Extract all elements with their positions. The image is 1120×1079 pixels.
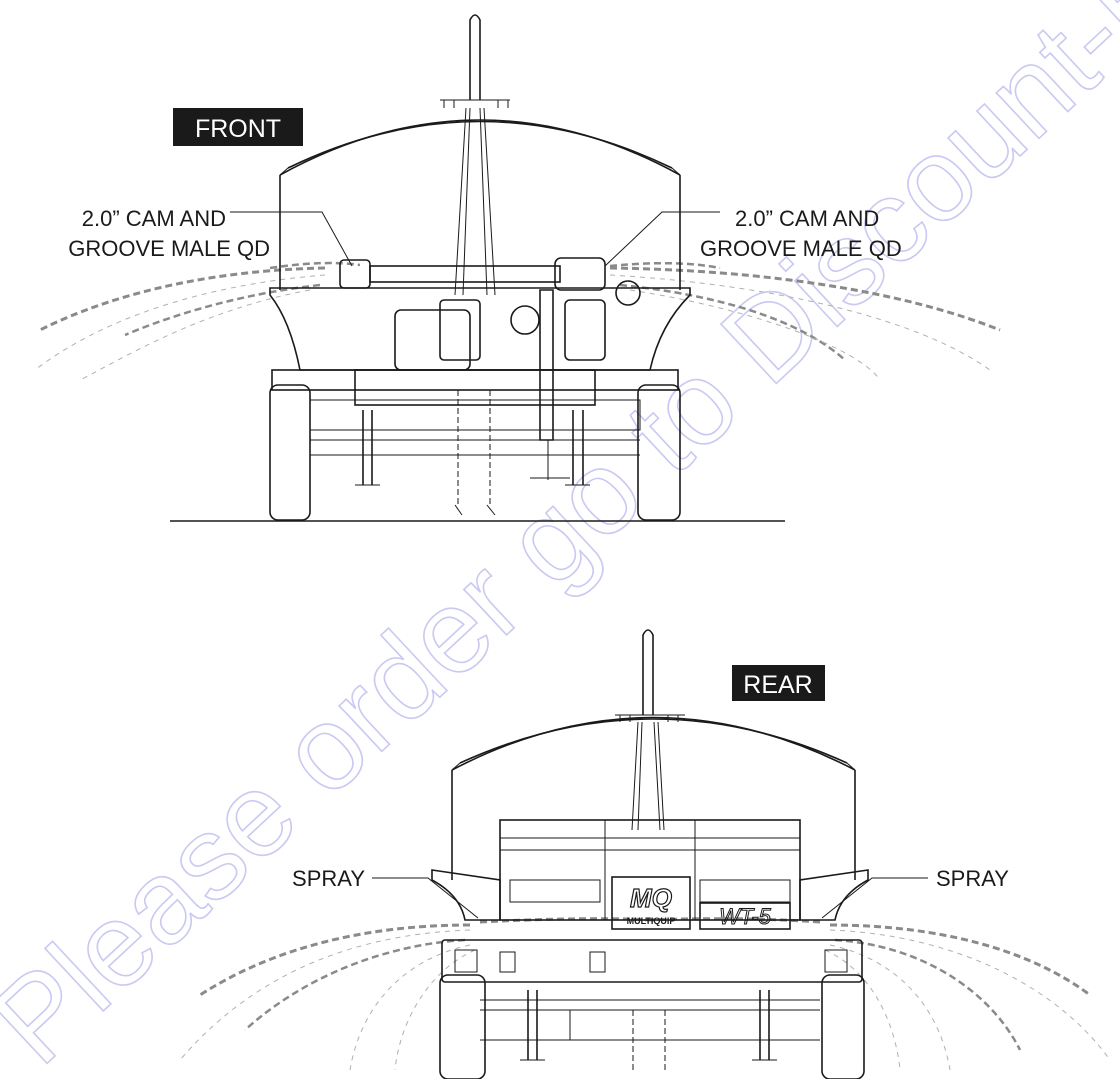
mq-logo: MQ (630, 883, 672, 913)
front-frame (269, 287, 691, 456)
spray-right-label: SPRAY (936, 866, 1009, 891)
rear-frame (441, 939, 863, 1041)
left-qd-label: 2.0” CAM AND GROOVE MALE QD (68, 206, 270, 261)
left-qd-line2: GROOVE MALE QD (68, 236, 270, 261)
multiquip-logo-text: MULTIQUIP (627, 916, 676, 926)
right-qd-leader (604, 211, 720, 267)
front-jacks-chains (355, 390, 590, 516)
right-qd-line1: 2.0” CAM AND (735, 206, 879, 231)
spray-left-label: SPRAY (292, 866, 365, 891)
rear-view: MQ MULTIQUIP WT-5 (179, 629, 1111, 1079)
rear-wheels (439, 974, 865, 1079)
left-qd-line1: 2.0” CAM AND (82, 206, 226, 231)
front-engine (394, 299, 606, 371)
front-view (34, 14, 1001, 522)
front-spray-pattern (34, 261, 1001, 381)
rear-jacks-chains (520, 990, 777, 1070)
front-wheels (269, 384, 681, 521)
front-mast (440, 14, 510, 296)
rear-label-text: REAR (743, 671, 812, 699)
front-label-text: FRONT (195, 115, 281, 143)
model-decal: WT-5 (719, 904, 772, 929)
front-tank (279, 119, 681, 290)
right-qd-line2: GROOVE MALE QD (700, 236, 902, 261)
front-label: FRONT (173, 108, 303, 146)
left-qd-leader (230, 211, 353, 267)
right-spray-leader (821, 877, 928, 919)
rear-decals: MQ MULTIQUIP WT-5 (611, 876, 791, 930)
rear-mast (615, 629, 685, 831)
rear-label: REAR (732, 665, 825, 701)
left-spray-leader (372, 877, 479, 919)
rear-spray-pattern (179, 917, 1111, 1071)
right-qd-label: 2.0” CAM AND GROOVE MALE QD (700, 206, 902, 261)
rear-body (431, 819, 869, 921)
rear-tank (451, 716, 856, 880)
